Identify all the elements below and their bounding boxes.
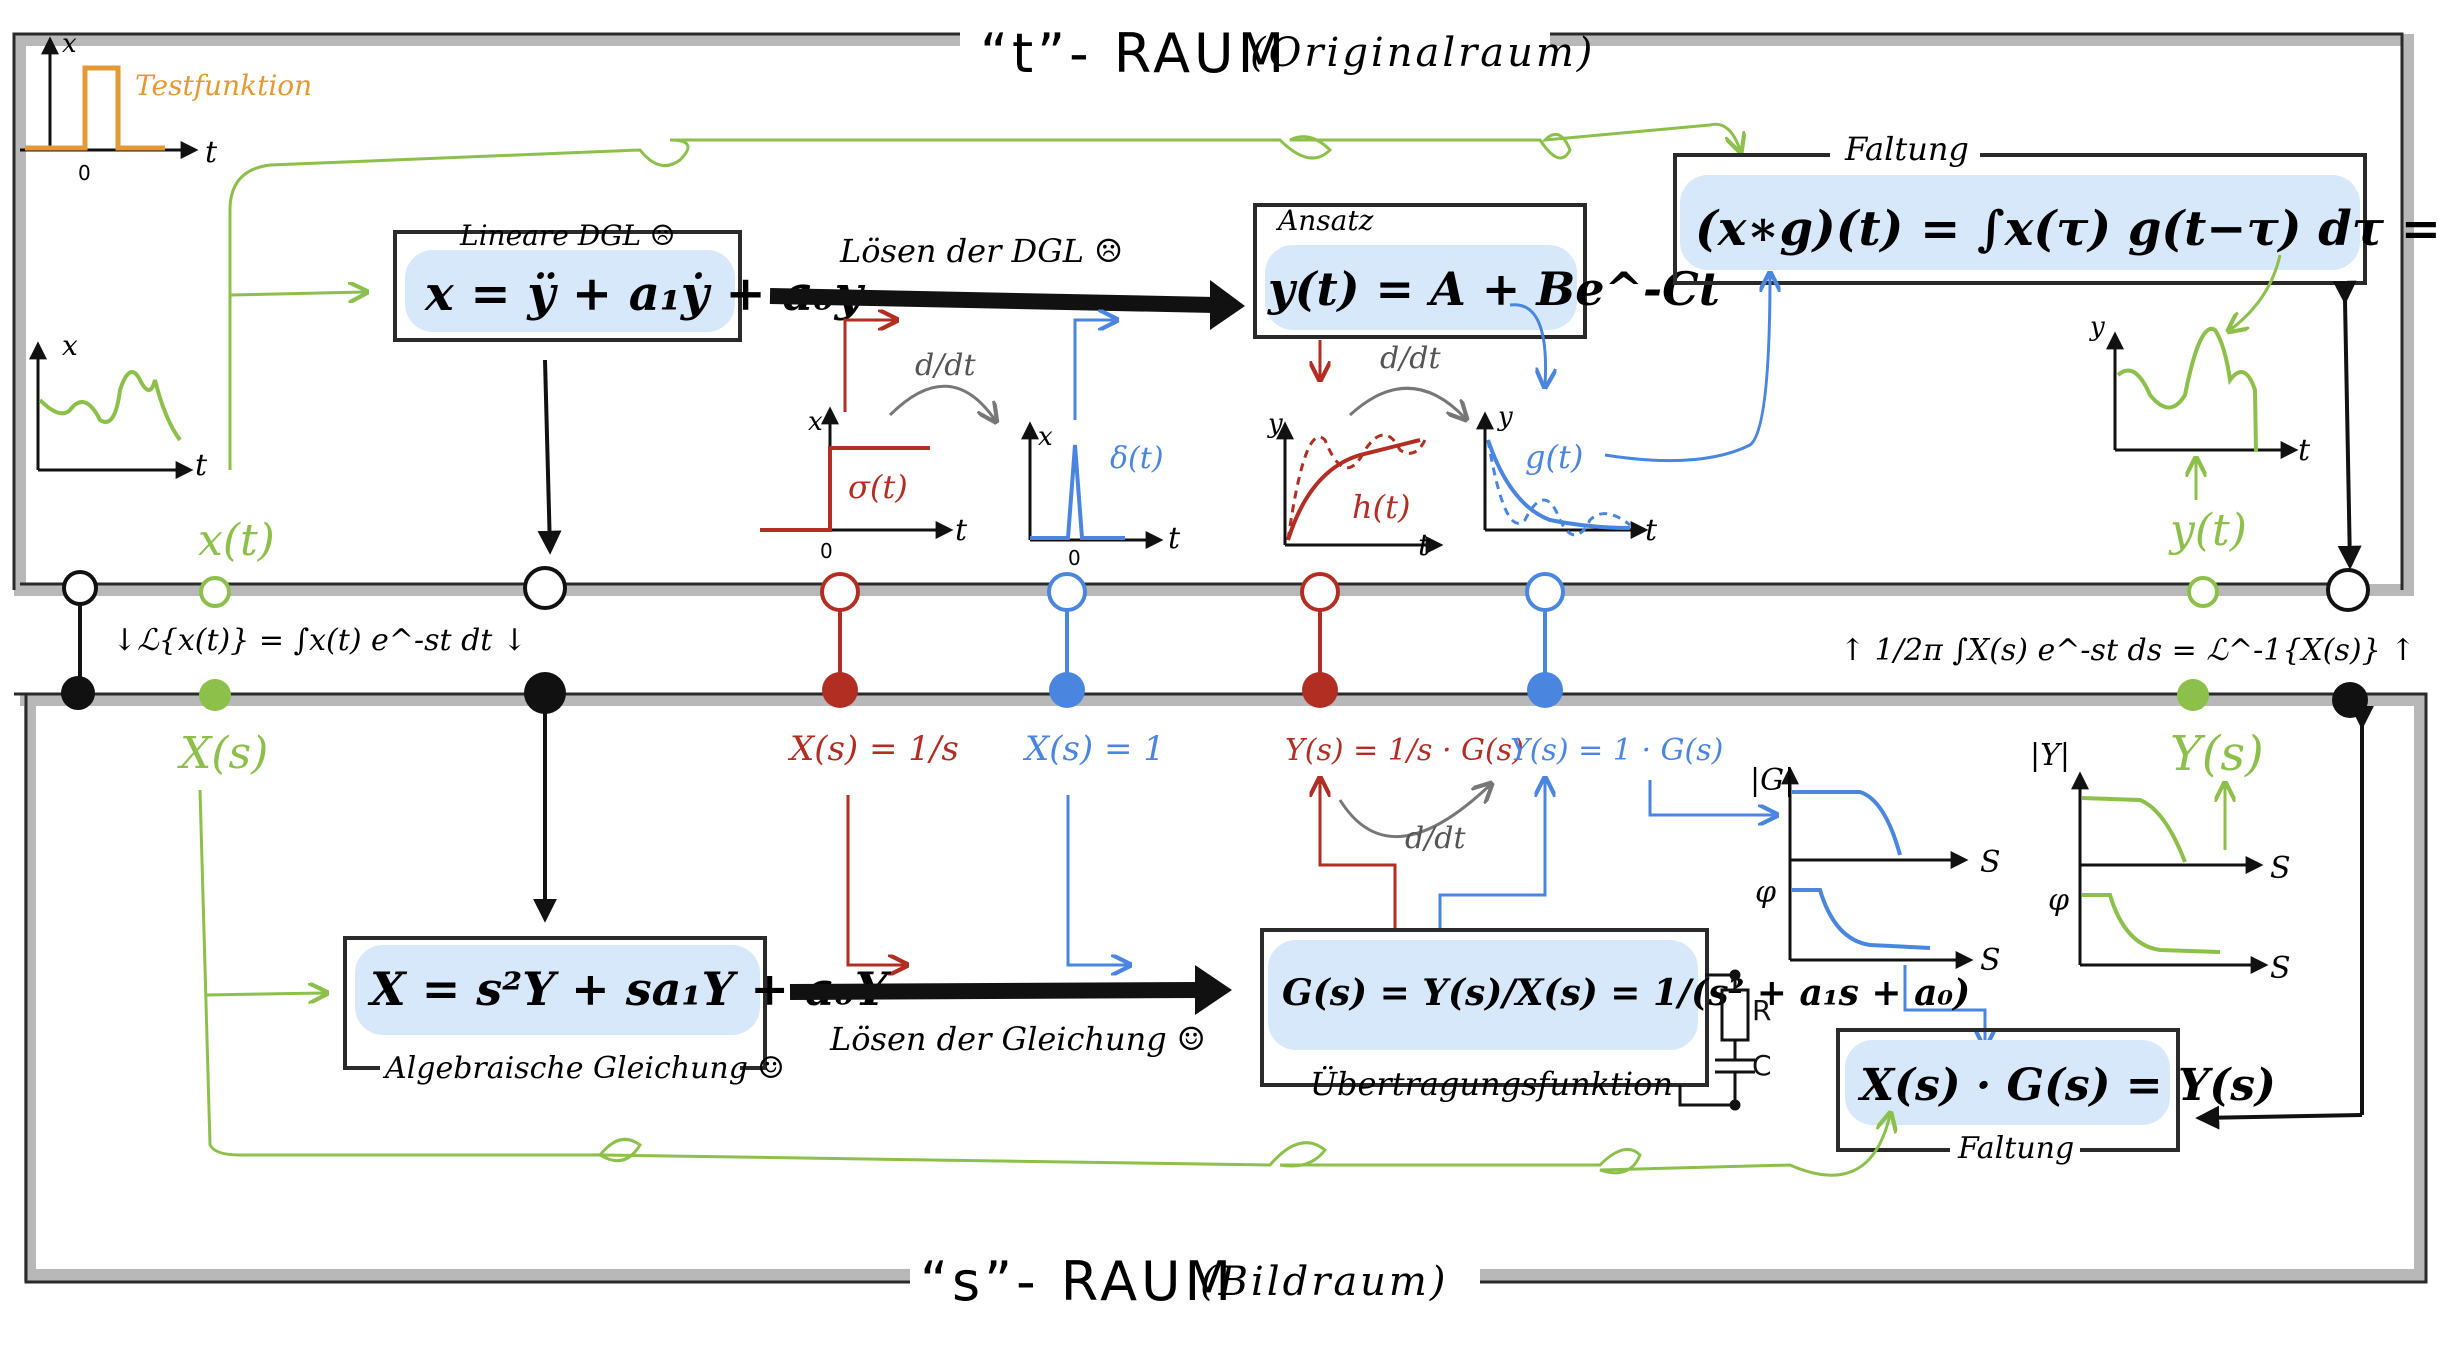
deriv-label-2: d/dt: [1380, 341, 1442, 376]
derivative-arrow-1: d/dt: [888, 348, 995, 420]
solve-equation-label: Lösen der Gleichung ☺: [829, 1020, 1206, 1058]
green-bottom-path: [198, 789, 1890, 1177]
node-connectors: [78, 280, 2374, 1130]
derivative-arrow-2: d/dt: [1348, 341, 1465, 418]
impulse-s-label: X(s) = 1: [1022, 729, 1165, 769]
solve-dgl-arrow: Lösen der DGL ☹: [769, 232, 1245, 330]
y-of-t-label: y(t): [2168, 505, 2247, 556]
solve-equation-arrow: Lösen der Gleichung ☺: [789, 965, 1232, 1058]
product-box: X(s) · G(s) = Y(s) Faltung: [1836, 1028, 2276, 1166]
t-space-title: “t”- RAUM (Originalraum): [960, 10, 1595, 85]
transfer-equation: G(s) = Y(s)/X(s) = 1/(s² + a₁s + a₀): [1282, 972, 1970, 1014]
step-response-axis-x: t: [1418, 528, 1431, 563]
bode-g-mag-label: |G|: [1750, 763, 1794, 798]
bode-plot-Y: |Y| φ S S: [2030, 738, 2291, 986]
bode-y-s-label-1: S: [2270, 851, 2291, 886]
rc-circuit-icon: R C: [1678, 969, 1772, 1111]
dgl-box: Lineare DGL ☹ x = ÿ + a₁ẏ + a₀y: [393, 219, 866, 342]
step-axis-x: t: [955, 513, 968, 548]
output-axis-x: t: [2298, 433, 2311, 468]
rc-c-label: C: [1752, 1049, 1772, 1082]
s-space-frame-ink: [14, 692, 2428, 1284]
s-space-title: “s”- RAUM (Bildraum): [910, 1245, 1480, 1320]
impulse-response-axis-x: t: [1645, 513, 1658, 548]
output-signal-plot: y t: [2089, 254, 2311, 500]
bode-y-s-label-2: S: [2270, 951, 2291, 986]
ansatz-box: Ansatz y(t) = A + Be^-Ct: [1253, 203, 1720, 339]
step-out-s-label: Y(s) = 1/s · G(s): [1285, 733, 1524, 768]
faltung-caption: Faltung: [1844, 130, 1969, 168]
step-origin: 0: [820, 539, 833, 563]
x-of-t-label: x(t): [198, 515, 275, 566]
ansatz-caption: Ansatz: [1275, 204, 1374, 237]
test-function-label: Testfunktion: [135, 69, 312, 102]
impulse-response-axis-y: y: [1497, 402, 1513, 432]
t-space-subtitle: (Originalraum): [1250, 30, 1595, 76]
product-caption: Faltung: [1957, 1131, 2074, 1166]
step-response-axis-y: y: [1267, 409, 1283, 439]
impulse-plot: x t 0 δ(t): [1021, 320, 1181, 570]
step-response-label: h(t): [1352, 488, 1410, 526]
bode-g-phase-label: φ: [1755, 875, 1776, 910]
rc-r-label: R: [1752, 994, 1771, 1027]
test-axis-x: t: [205, 135, 218, 170]
test-function-plot: x t 0 Testfunktion: [20, 29, 312, 185]
step-plot: x t 0 σ(t): [760, 320, 968, 563]
impulse-out-s-label: Y(s) = 1 · G(s): [1510, 733, 1723, 768]
s-space-subtitle: (Bildraum): [1200, 1259, 1448, 1305]
t-space-frame-ink: [12, 32, 2404, 590]
input-signal-plot: x t: [29, 329, 208, 483]
impulse-origin: 0: [1068, 546, 1081, 570]
t-rail: [20, 582, 2330, 596]
down-paths: [846, 780, 2225, 1045]
impulse-response-label: g(t): [1525, 438, 1583, 476]
bode-plot-G: |G| φ S S: [1750, 763, 2001, 978]
bode-g-s-label-1: S: [1980, 845, 2001, 880]
step-label: σ(t): [848, 468, 908, 506]
solve-dgl-label: Lösen der DGL ☹: [839, 232, 1123, 270]
deriv-s-label: d/dt: [1405, 821, 1467, 856]
impulse-axis-y: x: [1038, 422, 1053, 452]
output-axis-y: y: [2089, 312, 2105, 342]
algebraic-box: X = s²Y + sa₁Y + a₀Y Algebraische Gleich…: [343, 936, 892, 1086]
s-space-title-text: “s”- RAUM: [920, 1250, 1235, 1313]
t-space-title-text: “t”- RAUM: [980, 22, 1288, 85]
transfer-caption: Übertragungsfunktion: [1310, 1065, 1673, 1103]
X-of-s-label: X(s): [177, 728, 268, 779]
impulse-response-plot: y t g(t): [1476, 275, 1770, 548]
Y-of-s-label: Y(s): [2170, 726, 2264, 782]
bode-y-mag-label: |Y|: [2030, 738, 2070, 773]
bode-g-s-label-2: S: [1980, 943, 2001, 978]
algebraic-caption: Algebraische Gleichung ☺: [382, 1051, 784, 1086]
input-axis-x: t: [195, 448, 208, 483]
deriv-label-1: d/dt: [915, 348, 977, 383]
green-top-path: [228, 122, 1740, 470]
ansatz-equation: y(t) = A + Be^-Ct: [1267, 262, 1720, 316]
s-nodes: [61, 672, 2368, 718]
s-space-frame: [20, 694, 2426, 1281]
dgl-caption: Lineare DGL ☹: [459, 219, 675, 252]
product-equation: X(s) · G(s) = Y(s): [1857, 1060, 2276, 1111]
test-origin: 0: [78, 161, 91, 185]
t-nodes: [62, 566, 2370, 612]
impulse-axis-x: t: [1168, 521, 1181, 556]
input-axis-y: x: [62, 329, 78, 362]
faltung-box: Faltung (x∗g)(t) = ∫x(τ) g(t−τ) dτ = y(t…: [1673, 130, 2438, 285]
transfer-function-box: G(s) = Y(s)/X(s) = 1/(s² + a₁s + a₀) Übe…: [1260, 928, 1970, 1103]
laplace-transform-label: ↓ℒ{x(t)} = ∫x(t) e^-st dt ↓: [112, 623, 527, 658]
s-domain-labels: X(s) = 1/s X(s) = 1 Y(s) = 1/s · G(s) Y(…: [787, 729, 1723, 856]
step-axis-y: x: [808, 407, 823, 437]
test-axis-y: x: [62, 29, 77, 59]
signal-labels: x(t) y(t) X(s) Y(s) ↓ℒ{x(t)} = ∫x(t) e^-…: [112, 505, 2415, 782]
bode-y-phase-label: φ: [2048, 883, 2069, 918]
step-response-plot: y t h(t): [1267, 340, 1444, 563]
impulse-label: δ(t): [1110, 441, 1164, 476]
faltung-equation: (x∗g)(t) = ∫x(τ) g(t−τ) dτ = y(t): [1695, 201, 2438, 257]
inverse-laplace-label: ↑ 1/2π ∫X(s) e^-st ds = ℒ^-1{X(s)} ↑: [1840, 633, 2415, 668]
step-s-label: X(s) = 1/s: [787, 729, 959, 769]
